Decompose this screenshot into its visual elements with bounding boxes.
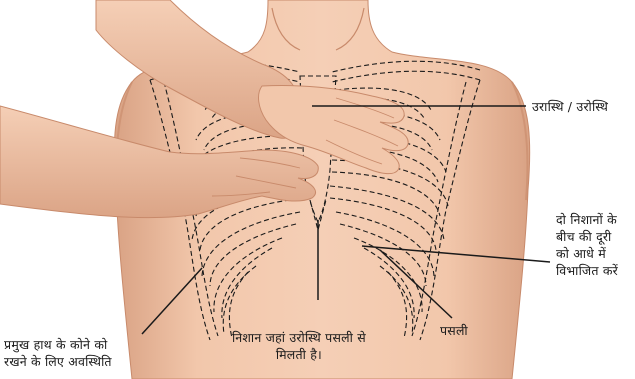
label-divide-distance: दो निशानों के बीच की दूरी को आधे में विभ… xyxy=(556,211,618,279)
label-sternum: उरास्थि / उरोस्थि xyxy=(532,98,608,115)
label-rib: पसली xyxy=(440,322,468,339)
label-mark-junction: निशान जहां उरोस्थि पसली से मिलती है। xyxy=(232,329,366,363)
label-hand-position: प्रमुख हाथ के कोने को रखने के लिए अवस्थि… xyxy=(4,336,112,370)
